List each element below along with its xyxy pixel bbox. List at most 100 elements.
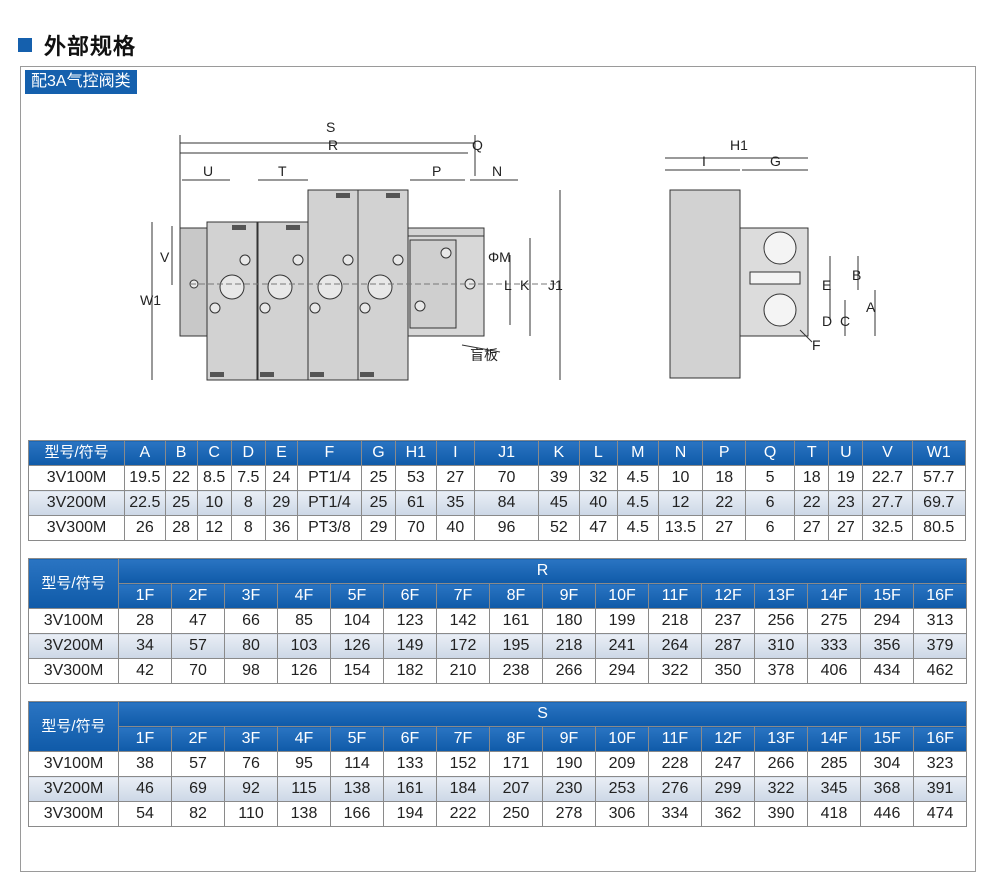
value-cell: 133 — [383, 751, 437, 777]
value-cell: 123 — [383, 608, 437, 634]
svg-text:Q: Q — [472, 137, 483, 153]
value-cell: 40 — [578, 490, 619, 516]
value-cell: 29 — [360, 515, 397, 541]
column-header: 15F — [860, 726, 914, 752]
model-cell: 3V300M — [28, 801, 119, 827]
table1-header: E — [264, 440, 298, 466]
value-cell: 4.5 — [617, 465, 659, 491]
value-cell: 42 — [118, 658, 172, 684]
model-cell: 3V100M — [28, 608, 119, 634]
value-cell: 28 — [118, 608, 172, 634]
value-cell: 46 — [118, 776, 172, 802]
value-cell: 103 — [277, 633, 331, 659]
column-header: 1F — [118, 583, 172, 609]
column-header: 5F — [330, 583, 384, 609]
table2-model-header: 型号/符号 — [28, 558, 119, 609]
table1-header: H1 — [395, 440, 437, 466]
table1-header: N — [657, 440, 704, 466]
table3-model-header: 型号/符号 — [28, 701, 119, 752]
table1-header: T — [794, 440, 830, 466]
value-cell: 19.5 — [124, 465, 166, 491]
table1-header: W1 — [911, 440, 966, 466]
value-cell: 8 — [230, 515, 266, 541]
value-cell: 253 — [595, 776, 649, 802]
table1-header: J1 — [474, 440, 540, 466]
value-cell: 57 — [171, 751, 225, 777]
value-cell: 474 — [912, 801, 968, 827]
table3-group-row: 型号/符号 S — [28, 701, 968, 752]
table1-header: B — [164, 440, 198, 466]
value-cell: 66 — [224, 608, 278, 634]
table1-header: A — [124, 440, 166, 466]
column-header: 1F — [118, 726, 172, 752]
model-cell: 3V100M — [27, 465, 126, 491]
value-cell: 287 — [701, 633, 755, 659]
table2-group-header: R — [117, 558, 968, 584]
value-cell: 29 — [264, 490, 298, 516]
column-header: 9F — [542, 726, 596, 752]
svg-text:A: A — [866, 299, 876, 315]
value-cell: 304 — [860, 751, 914, 777]
value-cell: 115 — [277, 776, 331, 802]
model-cell: 3V200M — [28, 776, 119, 802]
value-cell: 39 — [538, 465, 580, 491]
svg-text:I: I — [702, 153, 706, 169]
model-cell: 3V300M — [27, 515, 126, 541]
spec-table-main: 型号/符号 A B C D E F G H1 I J1 K L M N P Q … — [27, 440, 966, 541]
section-square-icon — [18, 38, 32, 52]
table1-header: G — [360, 440, 397, 466]
value-cell: 40 — [435, 515, 476, 541]
column-header: 2F — [171, 583, 225, 609]
value-cell: 13.5 — [657, 515, 704, 541]
column-header: 16F — [912, 726, 968, 752]
value-cell: 334 — [648, 801, 702, 827]
value-cell: 210 — [436, 658, 490, 684]
value-cell: 391 — [912, 776, 968, 802]
value-cell: 299 — [701, 776, 755, 802]
column-header: 7F — [436, 583, 490, 609]
svg-text:L: L — [504, 277, 512, 293]
column-header: 12F — [701, 726, 755, 752]
value-cell: 22.7 — [862, 465, 913, 491]
svg-text:D: D — [822, 313, 832, 329]
value-cell: PT1/4 — [296, 490, 362, 516]
table2-group-row: 型号/符号 R — [28, 558, 968, 609]
column-header: 4F — [277, 583, 331, 609]
model-cell: 3V200M — [27, 490, 126, 516]
value-cell: 256 — [754, 608, 808, 634]
value-cell: 275 — [807, 608, 861, 634]
value-cell: 27 — [828, 515, 864, 541]
value-cell: 126 — [277, 658, 331, 684]
value-cell: 138 — [277, 801, 331, 827]
value-cell: 345 — [807, 776, 861, 802]
value-cell: 12 — [657, 490, 704, 516]
value-cell: 22 — [702, 490, 747, 516]
value-cell: 53 — [395, 465, 437, 491]
value-cell: 278 — [542, 801, 596, 827]
model-cell: 3V300M — [28, 658, 119, 684]
value-cell: 34 — [118, 633, 172, 659]
side-view — [665, 157, 876, 379]
table1-header: M — [617, 440, 659, 466]
value-cell: 18 — [702, 465, 747, 491]
column-header: 13F — [754, 726, 808, 752]
value-cell: 368 — [860, 776, 914, 802]
value-cell: 36 — [264, 515, 298, 541]
value-cell: 38 — [118, 751, 172, 777]
value-cell: 207 — [489, 776, 543, 802]
column-header: 13F — [754, 583, 808, 609]
value-cell: 350 — [701, 658, 755, 684]
value-cell: 8.5 — [196, 465, 232, 491]
value-cell: 22 — [164, 465, 198, 491]
value-cell: 10 — [196, 490, 232, 516]
svg-text:H1: H1 — [730, 137, 748, 153]
value-cell: 7.5 — [230, 465, 266, 491]
section-title: 外部规格 — [44, 34, 137, 59]
value-cell: 322 — [648, 658, 702, 684]
value-cell: 69 — [171, 776, 225, 802]
